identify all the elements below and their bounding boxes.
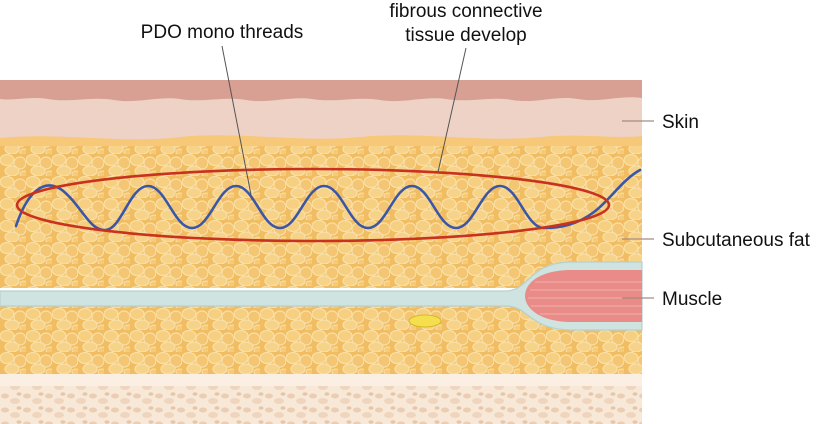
pdo-thread bbox=[14, 168, 642, 232]
fat-nodule bbox=[408, 314, 442, 328]
subcutaneous-fat-label: Subcutaneous fat bbox=[662, 230, 811, 251]
pdo-threads-label: PDO mono threads bbox=[141, 22, 304, 43]
subcutaneous-fat-layer bbox=[0, 140, 642, 374]
leader-line-fibrous bbox=[437, 47, 467, 173]
fibrous-tissue-label-line2: tissue develop bbox=[405, 25, 526, 46]
skin-layer bbox=[0, 80, 642, 146]
skin-label: Skin bbox=[662, 112, 699, 133]
fascia-band bbox=[0, 261, 643, 331]
deep-tissue-layer bbox=[0, 372, 642, 424]
leader-line-pdo bbox=[221, 45, 253, 201]
muscle-label: Muscle bbox=[662, 289, 722, 310]
fibrous-tissue-ellipse bbox=[15, 167, 611, 243]
fibrous-tissue-label-line1: fibrous connective bbox=[389, 1, 542, 22]
muscle-tissue bbox=[525, 270, 642, 322]
